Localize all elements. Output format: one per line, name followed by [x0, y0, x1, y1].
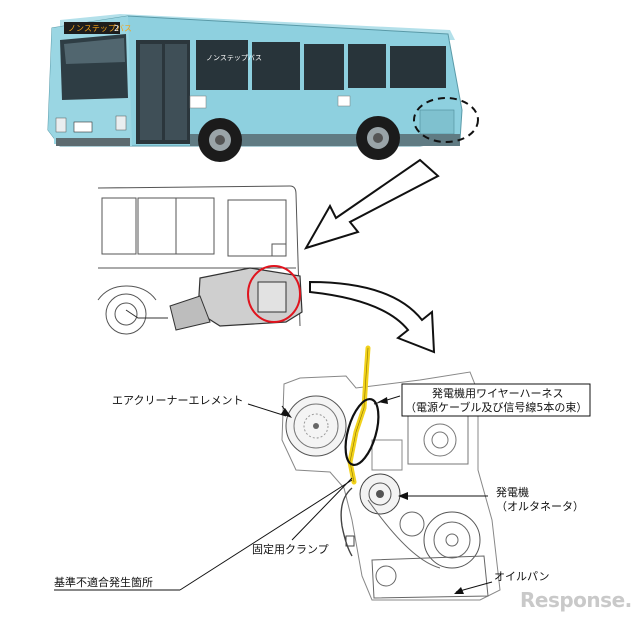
arrow-to-engine-detail	[310, 282, 434, 352]
air-cleaner-label: エアクリーナーエレメント	[112, 394, 243, 408]
harness-label-line1: 発電機用ワイヤーハーネス	[432, 387, 563, 401]
destination-sign: ノンステップバス	[68, 24, 132, 33]
bus-outline-drawing	[98, 186, 302, 334]
defect-location-label: 基準不適合発生箇所	[54, 576, 153, 590]
harness-label-line2: （電源ケーブル及び信号線5本の束）	[405, 401, 587, 415]
response-watermark: Response.	[520, 588, 632, 612]
clamp-label: 固定用クランプ	[252, 543, 329, 557]
alternator-label-line2: （オルタネータ）	[496, 500, 584, 514]
alternator-label-line1: 発電機	[496, 486, 529, 500]
side-sign: ノンステップバス	[206, 54, 262, 62]
route-number: 2	[114, 24, 119, 33]
arrow-to-outline	[306, 160, 438, 248]
oil-pan-label: オイルパン	[494, 570, 550, 584]
bus-photo: ノンステップバス 2 ノンステップバス	[48, 14, 478, 162]
leader-lines	[54, 396, 492, 592]
